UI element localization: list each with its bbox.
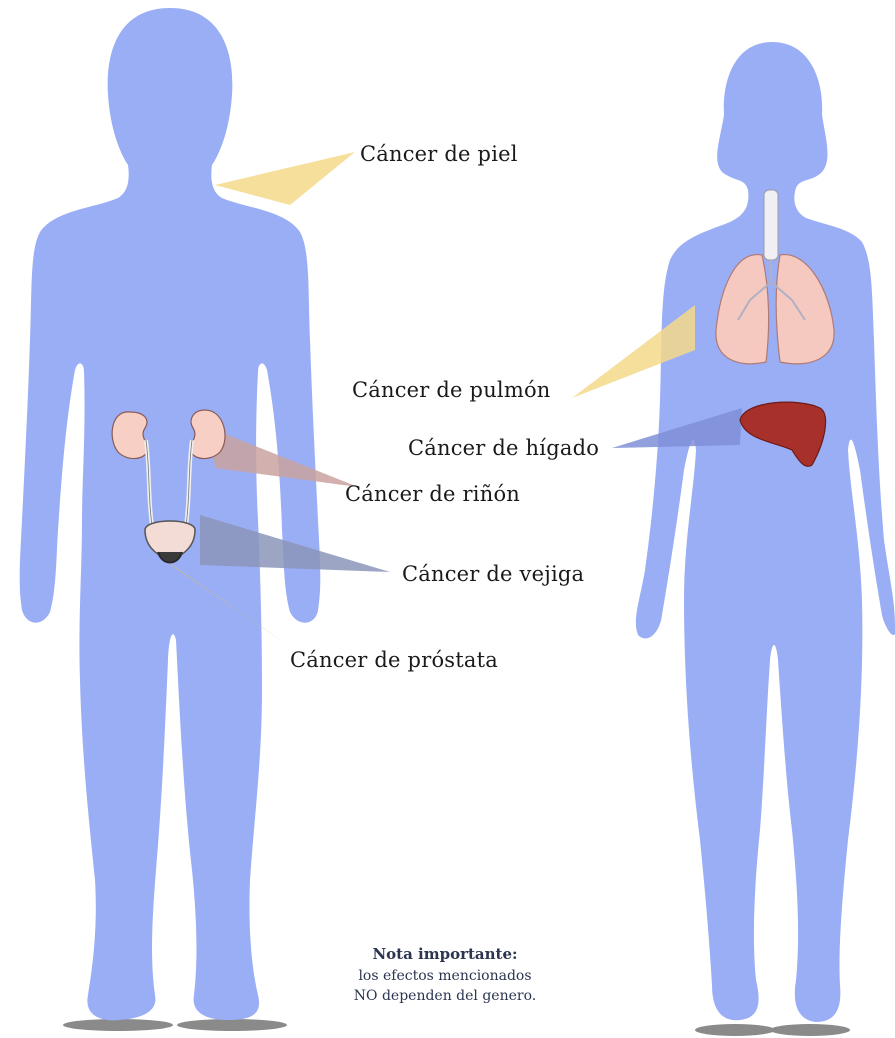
- prostate-cancer-label: Cáncer de próstata: [290, 648, 498, 672]
- female-foot-shadow-left: [695, 1024, 775, 1036]
- liver-icon: [739, 401, 827, 467]
- prostate-icon: [157, 551, 183, 564]
- female-figure: [635, 42, 895, 1036]
- male-foot-shadow-right: [177, 1019, 287, 1031]
- male-body-silhouette: [19, 8, 321, 1021]
- bladder-callout-wedge: [200, 515, 390, 572]
- male-figure: [19, 8, 321, 1031]
- female-foot-shadow-right: [770, 1024, 850, 1036]
- note-line-2: NO dependen del genero.: [353, 988, 537, 1004]
- kidney-cancer-label: Cáncer de riñón: [345, 482, 521, 506]
- male-foot-shadow-left: [63, 1019, 173, 1031]
- lung-left-icon: [715, 254, 770, 365]
- skin-cancer-label: Cáncer de piel: [360, 142, 518, 166]
- kidneys-and-bladder: [111, 409, 226, 564]
- respiratory-system: [715, 189, 835, 365]
- lung-callout-wedge: [572, 305, 695, 398]
- liver-cancer-label: Cáncer de hígado: [408, 436, 600, 460]
- kidney-left-icon: [111, 411, 149, 460]
- bladder-icon: [144, 520, 196, 559]
- lung-cancer-label: Cáncer de pulmón: [352, 378, 551, 402]
- note-title: Nota importante:: [372, 945, 518, 963]
- kidney-right-icon: [189, 409, 226, 460]
- ureter-left-outline: [145, 439, 153, 526]
- liver-callout-wedge: [612, 408, 742, 448]
- bladder-cancer-label: Cáncer de vejiga: [402, 562, 585, 586]
- important-note: Nota importante: los efectos mencionados…: [330, 945, 560, 1006]
- note-line-1: los efectos mencionados: [358, 968, 532, 984]
- bronchi: [737, 260, 806, 321]
- female-body-silhouette: [635, 42, 895, 1022]
- lung-right-icon: [775, 254, 835, 365]
- trachea-icon: [763, 189, 779, 261]
- kidney-callout-wedge: [210, 428, 358, 487]
- prostate-callout-wedge: [165, 560, 288, 645]
- ureter-right-outline: [185, 439, 193, 526]
- skin-callout-wedge: [215, 152, 355, 205]
